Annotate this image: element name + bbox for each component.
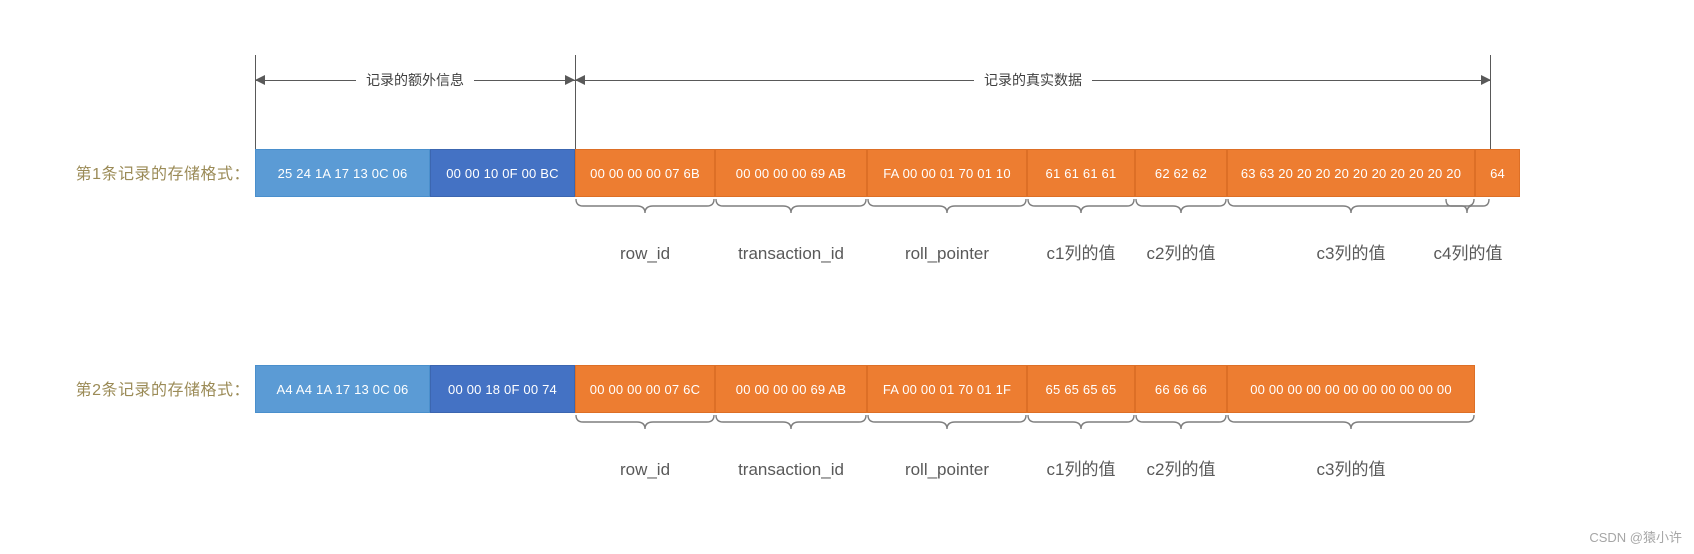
record1-cell-row-id[interactable]: 00 00 00 00 07 6B [575,149,715,197]
record2-brace-c1-value [1027,414,1135,430]
record2-brace-c2-value [1135,414,1227,430]
record1-cell-c1-value[interactable]: 61 61 61 61 [1027,149,1135,197]
record1-brace-transaction-id [715,198,867,214]
dimension-extra-info: 记录的额外信息 [255,69,575,91]
record1-cell-c2-value[interactable]: 62 62 62 [1135,149,1227,197]
record1-cell-variable-length-and-null-and-header[interactable]: 25 24 1A 17 13 0C 06 [255,149,430,197]
dimension-real-data-label: 记录的真实数据 [974,69,1092,91]
record1-field-c1-value: c1列的值 [1046,244,1116,263]
record2-cell-roll-pointer[interactable]: FA 00 00 01 70 01 1F [867,365,1027,413]
watermark: CSDN @猿小许 [1589,530,1682,545]
record2-cell-c3-value[interactable]: 00 00 00 00 00 00 00 00 00 00 00 [1227,365,1475,413]
record1-label: 第1条记录的存储格式： [75,166,250,183]
record2-brace-transaction-id [715,414,867,430]
record1-cell-record-header[interactable]: 00 00 10 0F 00 BC [430,149,575,197]
record1-cell-roll-pointer[interactable]: FA 00 00 01 70 01 10 [867,149,1027,197]
record2-cell-record-header[interactable]: 00 00 18 0F 00 74 [430,365,575,413]
record1-cell-c4-value[interactable]: 64 [1475,149,1520,197]
dim-tick-left [255,55,256,150]
record1-field-c3-value: c3列的值 [1316,244,1386,263]
record1-cell-transaction-id[interactable]: 00 00 00 00 69 AB [715,149,867,197]
record2-field-c2-value: c2列的值 [1146,460,1216,479]
record2-brace-roll-pointer [867,414,1027,430]
record1-brace-c1-value [1027,198,1135,214]
record2-field-transaction-id: transaction_id [738,460,844,479]
record2-field-roll-pointer: roll_pointer [904,460,990,479]
record2-cell-row-id[interactable]: 00 00 00 00 07 6C [575,365,715,413]
record1-brace-c3-value [1227,198,1475,214]
record2-cell-variable-length-and-null-and-header[interactable]: A4 A4 1A 17 13 0C 06 [255,365,430,413]
record2-strip: A4 A4 1A 17 13 0C 06 00 00 18 0F 00 74 0… [255,365,1475,413]
dim-tick-mid [575,55,576,150]
record1-field-c4-value: c4列的值 [1433,244,1503,263]
record2-brace-c3-value [1227,414,1475,430]
record2-brace-row-id [575,414,715,430]
record1-brace-c2-value [1135,198,1227,214]
record1-field-c2-value: c2列的值 [1146,244,1216,263]
record1-brace-row-id [575,198,715,214]
record2-label: 第2条记录的存储格式： [75,382,250,399]
record1-strip: 25 24 1A 17 13 0C 06 00 00 10 0F 00 BC 0… [255,149,1520,197]
record1-field-transaction-id: transaction_id [738,244,844,263]
record1-field-roll-pointer: roll_pointer [904,244,990,263]
record1-field-row-id: row_id [619,244,671,263]
dimension-extra-info-label: 记录的额外信息 [356,69,474,91]
record1-cell-c3-value[interactable]: 63 63 20 20 20 20 20 20 20 20 20 20 [1227,149,1475,197]
dimension-real-data: 记录的真实数据 [575,69,1491,91]
record2-field-c3-value: c3列的值 [1316,460,1386,479]
record2-cell-transaction-id[interactable]: 00 00 00 00 69 AB [715,365,867,413]
record1-brace-roll-pointer [867,198,1027,214]
record2-field-c1-value: c1列的值 [1046,460,1116,479]
record2-cell-c2-value[interactable]: 66 66 66 [1135,365,1227,413]
record2-field-row-id: row_id [619,460,671,479]
dim-tick-right [1490,55,1491,150]
record1-brace-c4-value [1445,198,1490,214]
record2-cell-c1-value[interactable]: 65 65 65 65 [1027,365,1135,413]
